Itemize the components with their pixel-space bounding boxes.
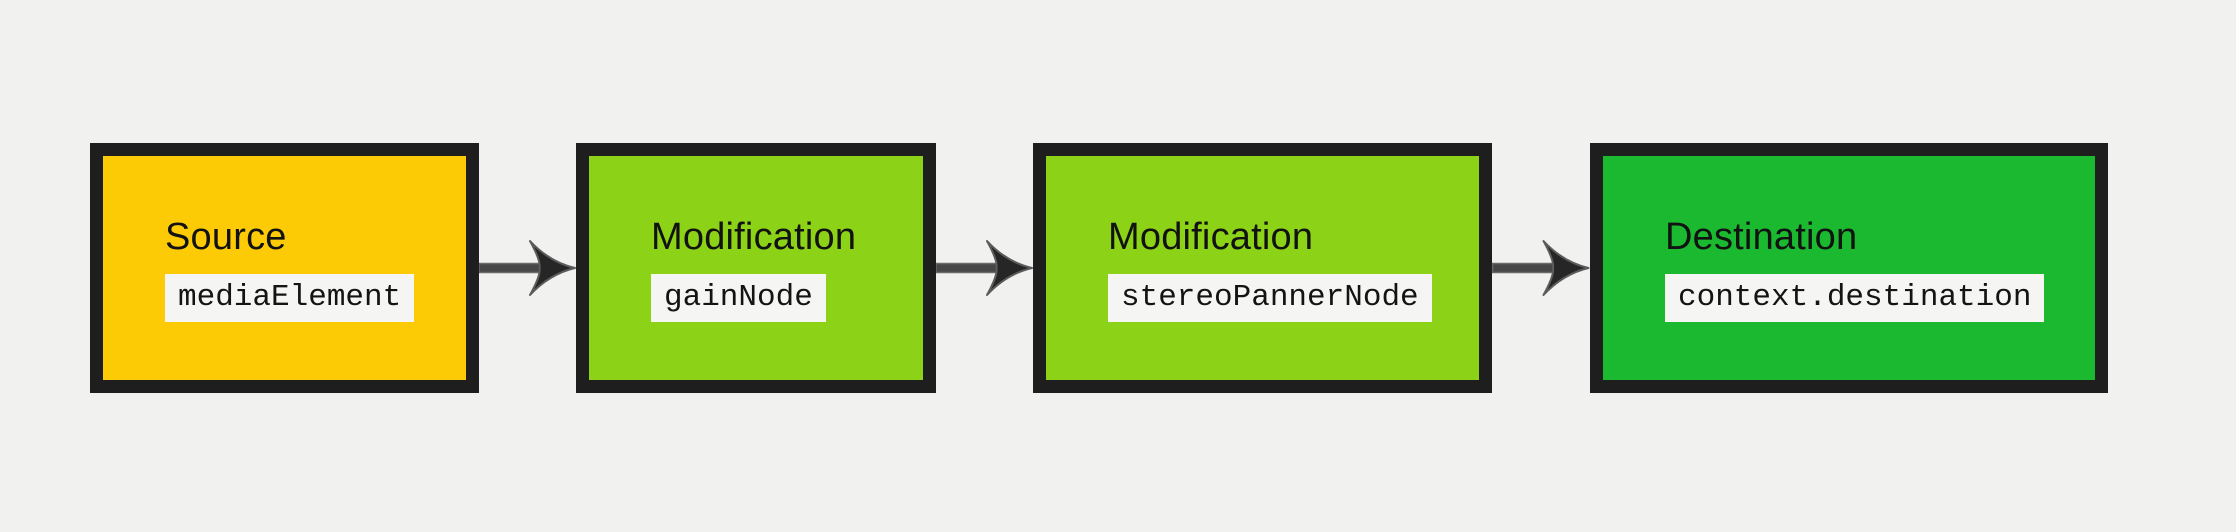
node-modification-stereo-panner: Modification stereoPannerNode — [1033, 143, 1492, 393]
flow-arrow-icon — [936, 240, 1033, 296]
node-destination: Destination context.destination — [1590, 143, 2108, 393]
node-code-chip: context.destination — [1665, 274, 2045, 322]
node-role-label: Source — [165, 216, 287, 258]
node-modification-gain: Modification gainNode — [576, 143, 936, 393]
flow-arrow-icon — [1492, 240, 1590, 296]
node-role-label: Modification — [651, 216, 857, 258]
flow-arrow-icon — [479, 240, 576, 296]
node-role-label: Destination — [1665, 216, 1858, 258]
node-code-chip: stereoPannerNode — [1108, 274, 1432, 322]
node-code-chip: mediaElement — [165, 274, 415, 322]
node-source: Source mediaElement — [90, 143, 479, 393]
node-role-label: Modification — [1108, 216, 1314, 258]
node-code-chip: gainNode — [651, 274, 826, 322]
